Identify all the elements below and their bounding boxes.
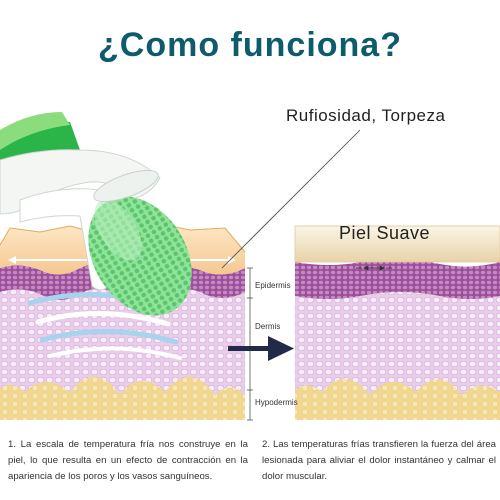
label-after: Piel Suave — [339, 223, 431, 243]
skin-section-before — [0, 221, 246, 420]
skin-section-after — [294, 225, 500, 420]
label-before: Rufiosidad, Torpeza — [286, 106, 446, 125]
layer-label-epidermis: Epidermis — [255, 281, 291, 290]
ice-roller — [0, 112, 192, 316]
layer-label-hypodermis: Hypodermis — [255, 398, 298, 407]
compress-arrows-icon — [356, 265, 392, 271]
callout-line-before — [221, 129, 361, 269]
caption-right: 2. Las temperaturas frías transfieren la… — [262, 439, 496, 482]
page-title: ¿Como funciona? — [98, 26, 402, 64]
arrow-right-icon — [228, 336, 294, 361]
layer-label-dermis: Dermis — [255, 322, 281, 331]
layer-bracket — [247, 267, 253, 421]
caption-left: 1. La escala de temperatura fría nos con… — [8, 439, 248, 482]
